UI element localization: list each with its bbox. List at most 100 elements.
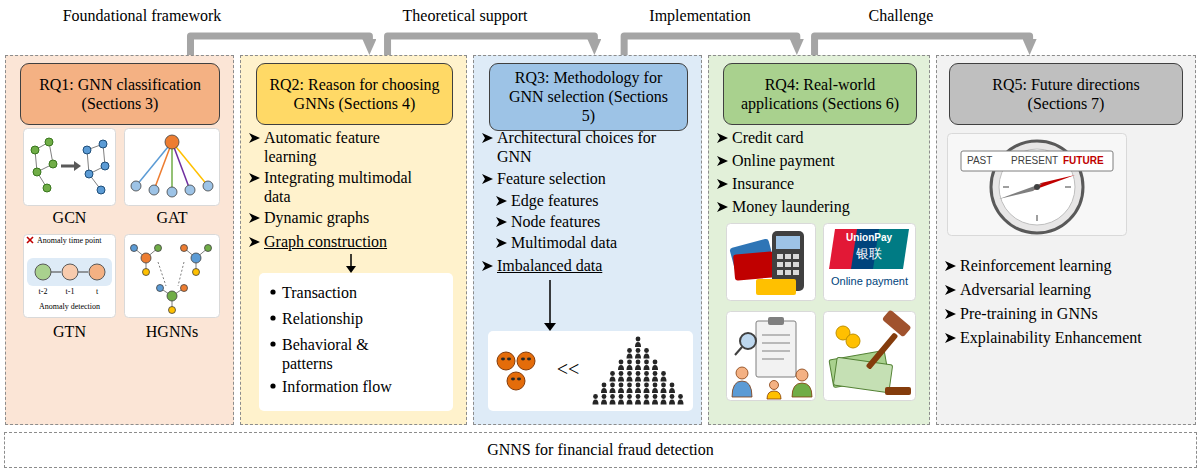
item-text: Reinforcement learning	[960, 256, 1185, 275]
person-figure	[635, 394, 641, 404]
bullet-arrow	[717, 133, 728, 143]
graph-nodes-part	[157, 285, 164, 292]
flow-arrow	[388, 36, 595, 55]
keypad-part	[793, 262, 799, 267]
person-figure-part	[593, 394, 598, 399]
graph-nodes-part	[181, 245, 188, 252]
person-figure-part	[636, 348, 641, 353]
form-lines-part	[762, 334, 790, 336]
header-text: RQ2: Reason for choosing GNNs (Sections …	[269, 75, 440, 113]
keypad-part	[785, 254, 791, 259]
time-arrows-part	[78, 271, 88, 272]
sign-text: PAST	[967, 155, 992, 167]
person-figure-part	[610, 400, 616, 405]
item-text: Money laundering	[732, 197, 917, 216]
person-figure-part	[635, 377, 641, 382]
person-figure-part	[627, 348, 632, 353]
bullet-dot	[270, 289, 275, 294]
person-figure	[610, 394, 616, 404]
keypad-part	[793, 270, 799, 275]
person-figure-part	[601, 388, 607, 393]
graph-nodes-part	[45, 138, 53, 146]
item-text: Architectural choices for GNN	[497, 128, 662, 166]
leader-arrow-part	[549, 280, 551, 323]
bullet-arrow	[945, 309, 956, 319]
section-panel: Reinforcement learningAdversarial learni…	[936, 55, 1196, 425]
person-figure-part	[661, 377, 667, 382]
form-lines-part	[762, 342, 790, 344]
insurance-illustration	[726, 311, 816, 401]
person-figure-part	[602, 383, 607, 388]
person-figure	[618, 360, 624, 370]
fraud-masks-part	[517, 352, 535, 370]
person-figure-part	[635, 388, 641, 393]
bullet-arrow	[717, 156, 728, 166]
person-figure-part	[627, 394, 632, 399]
person-figure-part	[610, 394, 615, 399]
bullet-dot	[270, 383, 275, 388]
person-figure-part	[653, 394, 658, 399]
leader-arrow-part	[346, 266, 356, 273]
bullet-arrow	[717, 202, 728, 212]
person-figure-part	[644, 348, 649, 353]
compass-ticks-part	[1003, 186, 1009, 188]
person-figure-part	[618, 377, 624, 382]
model-name: GTN	[53, 322, 86, 341]
person-figure-part	[653, 383, 658, 388]
person-figure-part	[618, 388, 624, 393]
graph-edges-part	[158, 262, 166, 286]
graph-nodes-part	[181, 285, 188, 292]
item-text: Dynamic graphs	[264, 208, 429, 227]
section-panel: Automatic feature learningIntegrating mu…	[240, 55, 467, 425]
bullet-arrow	[249, 173, 260, 183]
sign-text: PRESENT	[1011, 155, 1058, 167]
person-figure-part	[669, 388, 675, 393]
person-figure-part	[644, 360, 649, 365]
flow-arrow	[815, 36, 1030, 55]
money-laundering-illustration	[823, 311, 916, 401]
person-figure	[644, 348, 650, 358]
person-figure-part	[619, 360, 624, 365]
hgnn-illustration	[124, 234, 220, 318]
time-nodes-part	[89, 264, 105, 280]
person-figure-part	[652, 400, 658, 405]
people-part	[732, 381, 752, 397]
person-figure-part	[636, 383, 641, 388]
bullet-arrow	[945, 333, 956, 343]
edge-label: Theoretical support	[401, 6, 530, 25]
item-text: Explainability Enhancement	[960, 328, 1185, 347]
mask-eyes	[501, 358, 531, 381]
leader-arrow-part	[350, 254, 352, 266]
bullet-arrow	[482, 173, 494, 185]
bullet-dot	[270, 341, 275, 346]
person-figure	[610, 371, 616, 381]
band-text: GNNS for financial fraud detection	[487, 441, 714, 459]
list-item: Online payment	[717, 151, 917, 170]
time-band	[27, 258, 112, 286]
graph-edges	[134, 248, 208, 310]
person-figure	[635, 348, 641, 358]
needle-pin	[1034, 184, 1040, 190]
person-figure	[661, 371, 667, 381]
item-text: Edge features	[511, 191, 676, 210]
people-part	[770, 381, 779, 390]
graph-nodes	[31, 138, 57, 192]
model-name: GAT	[156, 208, 187, 227]
compass-ticks	[1003, 187, 1071, 221]
graph-nodes-part	[43, 184, 51, 192]
section-panel: Credit cardOnline paymentInsuranceMoney …	[708, 55, 930, 425]
person-figure	[678, 394, 684, 404]
list-item: Graph construction	[249, 232, 429, 251]
gcn-illustration	[23, 128, 116, 206]
person-figure	[618, 394, 624, 404]
item-text: Multimodal data	[511, 233, 676, 252]
list-item: Transaction	[269, 283, 439, 302]
graph-nodes-part	[169, 307, 176, 314]
people-part	[767, 391, 781, 399]
leader-arrow	[540, 280, 560, 331]
graph-nodes-part	[49, 160, 57, 168]
item-text: Integrating multimodal data	[264, 168, 429, 206]
person-figure-part	[670, 394, 675, 399]
gat-illustration	[124, 128, 220, 206]
person-figure	[652, 383, 658, 393]
